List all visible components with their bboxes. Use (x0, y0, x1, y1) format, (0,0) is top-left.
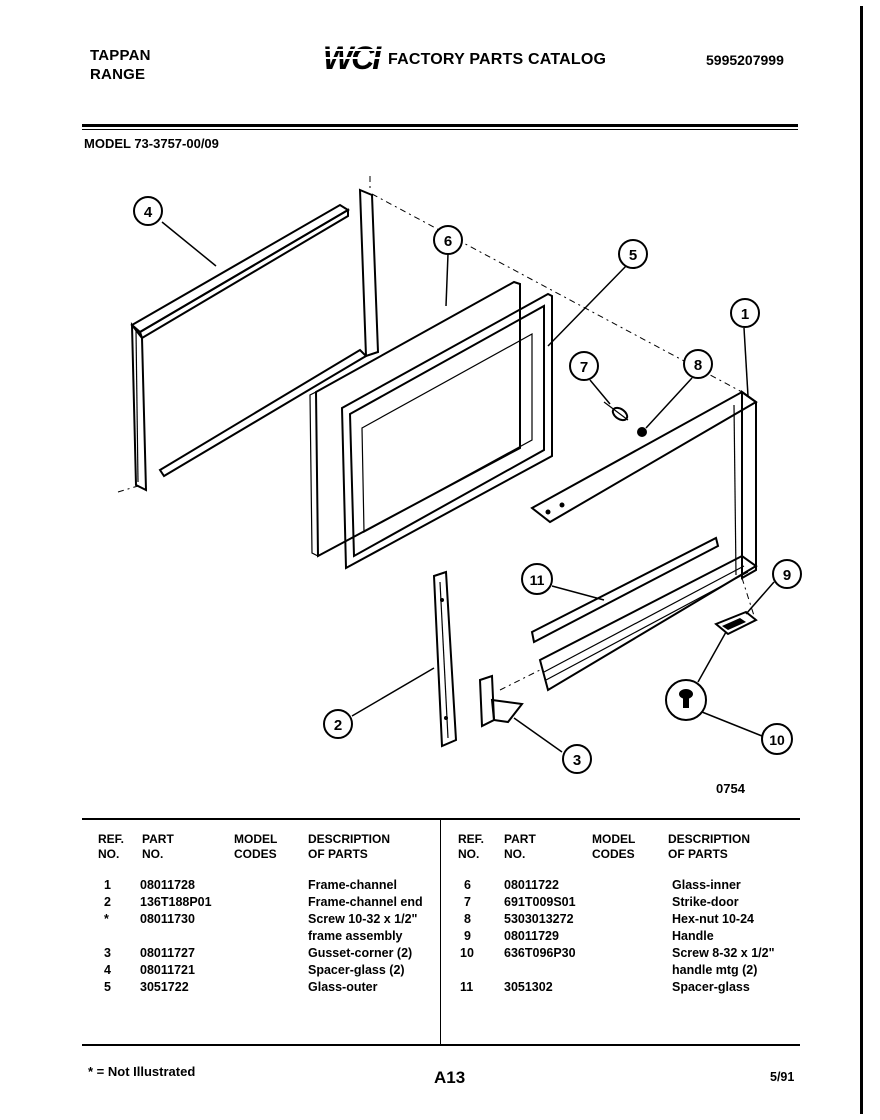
part-11-spacer-glass (530, 536, 720, 644)
svg-text:10: 10 (769, 732, 785, 748)
table-row: 4 08011721 Spacer-glass (2) (104, 963, 405, 977)
page-number: A13 (434, 1068, 466, 1087)
table-row: 5 3051722 Glass-outer (104, 980, 378, 994)
part-9-handle (714, 610, 758, 636)
catalog-header: TAPPAN RANGE WCI FACTORY PARTS CATALOG 5… (0, 0, 880, 160)
table-row: 8 5303013272 Hex-nut 10-24 (464, 912, 754, 926)
brand-line-2: RANGE (90, 66, 146, 83)
model-number: MODEL 73-3757-00/09 (84, 136, 219, 151)
part-7-strike-door (603, 401, 629, 422)
table-row: 3 08011727 Gusset-corner (2) (104, 946, 413, 960)
callout-6: 6 (433, 225, 463, 255)
table-row: 1 08011728 Frame-channel (104, 878, 397, 892)
table-row: 9 08011729 Handle (464, 929, 714, 943)
footnote-not-illustrated: * = Not Illustrated (88, 1064, 196, 1079)
catalog-title: FACTORY PARTS CATALOG (388, 51, 607, 68)
part-2-frame-channel-end (432, 570, 458, 748)
table-row: handle mtg (2) (672, 963, 758, 977)
part-8-hex-nut (637, 427, 647, 437)
part-4-spacer-glass (130, 188, 380, 492)
callout-9: 9 (772, 559, 802, 589)
table-row: * 08011730 Screw 10-32 x 1/2" (104, 912, 418, 926)
callout-7: 7 (569, 351, 599, 381)
header-rule-thin (82, 129, 798, 130)
svg-text:8: 8 (694, 357, 702, 374)
callout-5: 5 (618, 239, 648, 269)
part-6-glass-inner (309, 280, 521, 558)
page-border (860, 6, 863, 1114)
table-row: 2 136T188P01 Frame-channel end (104, 895, 423, 909)
header-ref-no-left: REF.NO. (98, 832, 125, 861)
table-divider (440, 820, 441, 1044)
svg-text:5: 5 (629, 247, 637, 264)
header-rule (82, 124, 798, 127)
svg-text:11: 11 (530, 572, 545, 588)
catalog-number: 5995207999 (706, 52, 784, 68)
svg-text:6: 6 (444, 233, 452, 250)
table-row: 7 691T009S01 Strike-door (464, 895, 739, 909)
part-1-frame-channel (530, 390, 758, 692)
svg-text:1: 1 (741, 306, 749, 323)
callout-11: 11 (521, 563, 553, 595)
header-ref-no-right: REF.NO. (458, 832, 485, 861)
callout-8: 8 (683, 349, 713, 379)
svg-text:7: 7 (580, 359, 588, 376)
callout-4: 4 (133, 196, 163, 226)
part-10-screw (665, 679, 707, 721)
table-rule-top (82, 818, 800, 820)
svg-text:3: 3 (573, 752, 581, 769)
brand-line-1: TAPPAN (90, 47, 151, 64)
table-row: 6 08011722 Glass-inner (464, 878, 741, 892)
callout-3: 3 (562, 744, 592, 774)
exploded-parts-diagram: .part { fill: none; stroke: #000; stroke… (117, 176, 802, 774)
callout-10: 10 (761, 723, 793, 755)
part-3-gusset-corner (478, 674, 524, 728)
table-rule-bottom (82, 1044, 800, 1046)
part-5-glass-outer (340, 292, 553, 570)
svg-text:2: 2 (334, 717, 342, 734)
revision-date: 5/91 (770, 1070, 795, 1084)
table-row: 11 3051302 Spacer-glass (460, 980, 750, 994)
figure-number: 0754 (716, 781, 745, 796)
svg-text:4: 4 (144, 204, 153, 221)
callout-1: 1 (730, 298, 760, 328)
brand-name: TAPPAN RANGE (90, 46, 151, 84)
callout-2: 2 (323, 709, 353, 739)
svg-text:9: 9 (783, 567, 791, 584)
table-row: frame assembly (308, 929, 403, 943)
table-row: 10 636T096P30 Screw 8-32 x 1/2" (460, 946, 775, 960)
wci-logo: WCI (320, 40, 384, 74)
